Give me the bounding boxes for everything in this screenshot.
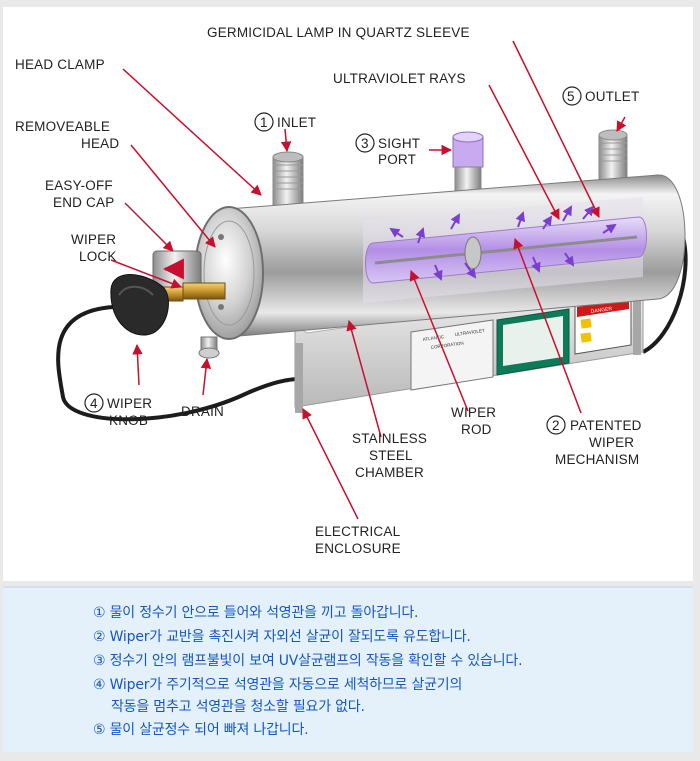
- label-head-clamp: HEAD CLAMP: [15, 57, 105, 72]
- caption-line-4: ④ Wiper가 주기적으로 석영관을 자동으로 세척하므로 살균기의: [93, 677, 463, 693]
- outlet-number: 5: [567, 89, 575, 104]
- uv-ray-arrows: [389, 205, 617, 281]
- nameplate: ATLANTIC ULTRAVIOLET CORPORATION DANGER: [410, 296, 632, 391]
- label-wiper-knob-1: WIPER: [107, 396, 152, 411]
- diagram-panel: ATLANTIC ULTRAVIOLET CORPORATION DANGER: [3, 7, 693, 581]
- callout-labels: GERMICIDAL LAMP IN QUARTZ SLEEVE HEAD CL…: [15, 25, 642, 556]
- drain: [198, 336, 220, 359]
- label-wiper-rod-2: ROD: [461, 422, 492, 437]
- label-sight-port-1: SIGHT: [378, 136, 420, 151]
- danger-label: DANGER: [590, 306, 612, 315]
- label-electrical-1: ELECTRICAL: [315, 524, 401, 539]
- power-cable-left: [56, 305, 300, 422]
- label-easy-off-1: EASY-OFF: [45, 178, 113, 193]
- label-inlet: INLET: [277, 115, 316, 130]
- label-removeable-head-1: REMOVEABLE: [15, 119, 110, 134]
- label-drain: DRAIN: [181, 404, 224, 419]
- caption-panel: ① 물이 정수기 안으로 들어와 석영관을 끼고 돌아갑니다. ② Wiper가…: [3, 586, 693, 752]
- label-removeable-head-2: HEAD: [81, 136, 119, 151]
- wiper-knob: [110, 274, 169, 336]
- label-electrical-2: ENCLOSURE: [315, 541, 401, 556]
- callout-outlet: 5 OUTLET: [562, 86, 639, 106]
- callout-patented-wiper: 2 PATENTED WIPER MECHANISM: [546, 415, 642, 467]
- wiper-knob-number: 4: [90, 396, 98, 411]
- callout-inlet: 1 INLET: [254, 112, 316, 132]
- wiper-disk: [464, 236, 482, 270]
- nameplate-brand-1: ATLANTIC: [422, 334, 445, 342]
- label-stainless-3: CHAMBER: [355, 465, 424, 480]
- caption-line-1: ① 물이 정수기 안으로 들어와 석영관을 끼고 돌아갑니다.: [93, 605, 419, 621]
- label-patented-2: WIPER: [589, 435, 634, 450]
- callout-wiper-knob: 4 WIPER KNOB: [84, 393, 152, 428]
- label-wiper-lock-2: LOCK: [79, 249, 117, 264]
- sight-port: [452, 131, 484, 198]
- label-patented-1: PATENTED: [570, 418, 642, 433]
- leader-arrows: [110, 40, 627, 520]
- label-wiper-lock-1: WIPER: [71, 232, 116, 247]
- patented-number: 2: [552, 418, 560, 433]
- label-stainless-1: STAINLESS: [352, 431, 427, 446]
- label-stainless-2: STEEL: [369, 448, 413, 463]
- label-wiper-rod-1: WIPER: [451, 405, 496, 420]
- label-outlet: OUTLET: [585, 89, 639, 104]
- callout-sight-port: 3 SIGHT PORT: [355, 133, 420, 167]
- label-sight-port-2: PORT: [378, 152, 416, 167]
- inlet-number: 1: [260, 115, 268, 130]
- caption-line-3: ③ 정수기 안의 램프불빛이 보여 UV살균램프의 작동을 확인할 수 있습니다…: [93, 653, 523, 669]
- label-wiper-knob-2: KNOB: [109, 413, 148, 428]
- caption-line-5: ⑤ 물이 살균정수 되어 빠져 나갑니다.: [93, 722, 309, 738]
- nameplate-brand-2: ULTRAVIOLET: [454, 328, 485, 337]
- nameplate-sub: CORPORATION: [430, 340, 464, 350]
- uv-sterilizer-diagram: ATLANTIC ULTRAVIOLET CORPORATION DANGER: [15, 25, 688, 556]
- label-germicidal-lamp: GERMICIDAL LAMP IN QUARTZ SLEEVE: [207, 25, 470, 40]
- sight-port-number: 3: [361, 136, 369, 151]
- removeable-head: [194, 206, 264, 340]
- wiper-rod-shape: [374, 235, 638, 265]
- caption-line-2: ② Wiper가 교반을 촉진시켜 자외선 살균이 잘되도록 유도합니다.: [93, 629, 471, 645]
- label-easy-off-2: END CAP: [53, 195, 114, 210]
- label-patented-3: MECHANISM: [555, 452, 639, 467]
- label-ultraviolet-rays: ULTRAVIOLET RAYS: [333, 71, 466, 86]
- caption-line-4-continued: 작동을 멈추고 석영관을 청소할 필요가 없다.: [111, 699, 365, 715]
